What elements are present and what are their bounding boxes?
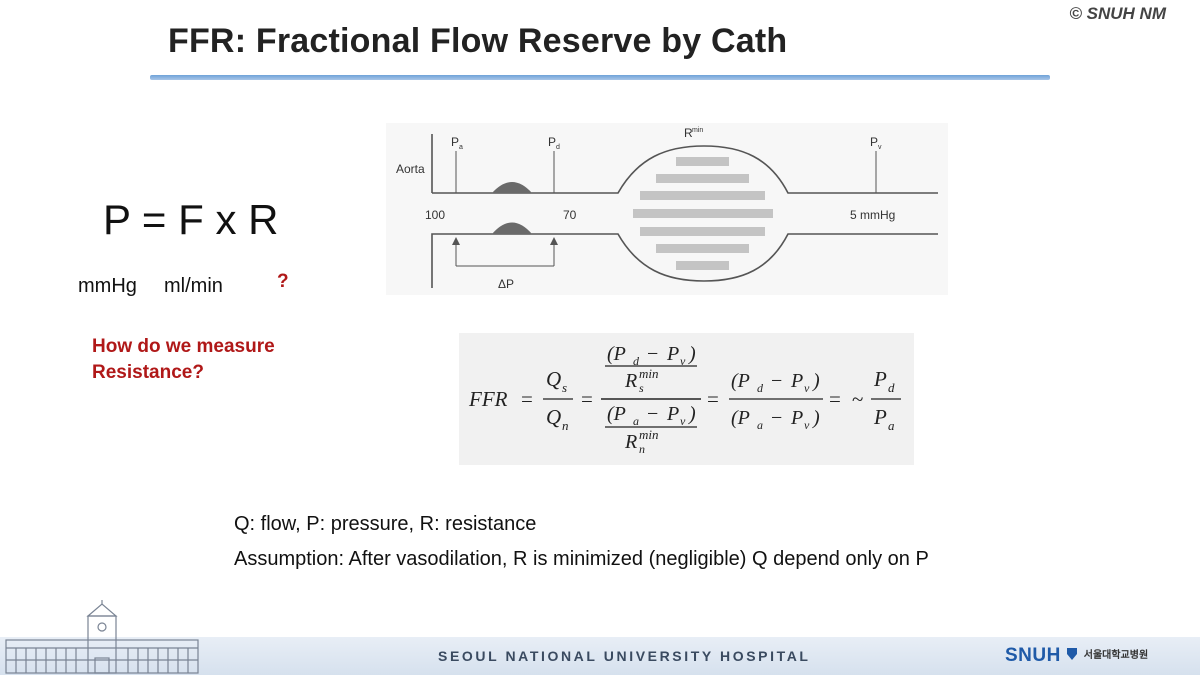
formula-minus: − — [647, 343, 658, 365]
formula-p: P — [790, 370, 803, 392]
title-underline — [150, 75, 1050, 80]
footer-bar: SEOUL NATIONAL UNIVERSITY HOSPITAL — [0, 637, 1200, 675]
formula-rs: R — [624, 370, 637, 392]
formula-eq: = — [581, 387, 593, 411]
value-100: 100 — [425, 208, 445, 222]
formula-close: ) — [812, 407, 820, 429]
formula-sub-v: v — [680, 354, 686, 368]
note-definitions: Q: flow, P: pressure, R: resistance — [234, 513, 537, 535]
formula-sub-v: v — [680, 414, 686, 428]
formula-pa-open: (P — [731, 407, 750, 429]
formula-p: P — [873, 405, 887, 429]
label-aorta: Aorta — [396, 162, 425, 176]
note-assumption: Assumption: After vasodilation, R is min… — [234, 548, 929, 570]
formula-sub-a: a — [633, 414, 639, 428]
formula-p: P — [873, 367, 887, 391]
snuh-logo: SNUH 서울대학교병원 — [1005, 645, 1148, 667]
formula-minus: − — [771, 370, 782, 392]
formula-rs-min: min — [639, 366, 659, 381]
formula-minus: − — [647, 403, 658, 425]
formula-sub-v: v — [804, 381, 810, 395]
formula-qn-sub: n — [562, 418, 569, 433]
question-line: How do we measure — [92, 336, 275, 357]
question-text: How do we measure Resistance? — [92, 334, 275, 386]
ohm-equation: P = F x R — [103, 196, 279, 243]
formula-sub-a: a — [757, 418, 763, 432]
formula-close: ) — [688, 343, 696, 365]
snuh-emblem-icon — [1067, 648, 1078, 660]
formula-ffr: FFR — [468, 387, 508, 411]
notes: Q: flow, P: pressure, R: resistance Assu… — [234, 513, 929, 583]
formula-pd-open: (P — [607, 343, 626, 365]
formula-pd-open: (P — [731, 370, 750, 392]
value-5mmhg: 5 mmHg — [850, 208, 895, 222]
formula-eq: = — [521, 387, 533, 411]
unit-pressure: mmHg — [78, 275, 137, 297]
formula-close: ) — [812, 370, 820, 392]
label-pd-sub: d — [556, 144, 560, 151]
formula-minus: − — [771, 407, 782, 429]
formula-eq: = — [829, 387, 841, 411]
formula-close: ) — [688, 403, 696, 425]
label-pv-sub: v — [878, 144, 882, 151]
ffr-formula: FFR = Q s Q n = (P d − P v ) R s min (P … — [459, 333, 914, 465]
formula-qs: Q — [546, 367, 561, 391]
label-pa: P — [451, 135, 459, 149]
formula-tilde: ~ — [852, 387, 863, 411]
label-pd: P — [548, 135, 556, 149]
label-pa-sub: a — [459, 144, 463, 151]
question-line: Resistance? — [92, 362, 204, 383]
formula-rn-min: min — [639, 427, 659, 442]
formula-rn-sub: n — [639, 442, 645, 456]
unit-resistance-unknown: ? — [277, 271, 289, 292]
hospital-building-icon — [4, 600, 200, 680]
label-pv: P — [870, 135, 878, 149]
formula-sub-v: v — [804, 418, 810, 432]
slide-title: FFR: Fractional Flow Reserve by Cath — [168, 22, 788, 60]
value-70: 70 — [563, 208, 577, 222]
formula-eq: = — [707, 387, 719, 411]
formula-p: P — [666, 403, 679, 425]
formula-qs-sub: s — [562, 380, 567, 395]
formula-rn: R — [624, 431, 637, 453]
formula-sub-d: d — [888, 380, 895, 395]
label-delta-p: ΔP — [498, 277, 514, 291]
formula-p: P — [666, 343, 679, 365]
copyright: © SNUH NM — [1069, 4, 1166, 23]
footer-hospital-name: SEOUL NATIONAL UNIVERSITY HOSPITAL — [438, 648, 811, 664]
formula-pa-open: (P — [607, 403, 626, 425]
unit-flow: ml/min — [164, 275, 223, 297]
label-rmin-sup: min — [692, 127, 703, 134]
formula-sub-a: a — [888, 418, 895, 433]
coronary-flow-diagram: Aorta P a P d R min P v 100 70 5 mmHg ΔP — [386, 123, 948, 295]
formula-p: P — [790, 407, 803, 429]
snuh-logo-text: SNUH — [1005, 645, 1061, 666]
label-rmin: R — [684, 126, 693, 140]
snuh-logo-korean: 서울대학교병원 — [1083, 650, 1149, 661]
formula-qn: Q — [546, 405, 561, 429]
formula-sub-d: d — [757, 381, 764, 395]
formula-rs-sub: s — [639, 381, 644, 395]
formula-sub-d: d — [633, 354, 640, 368]
